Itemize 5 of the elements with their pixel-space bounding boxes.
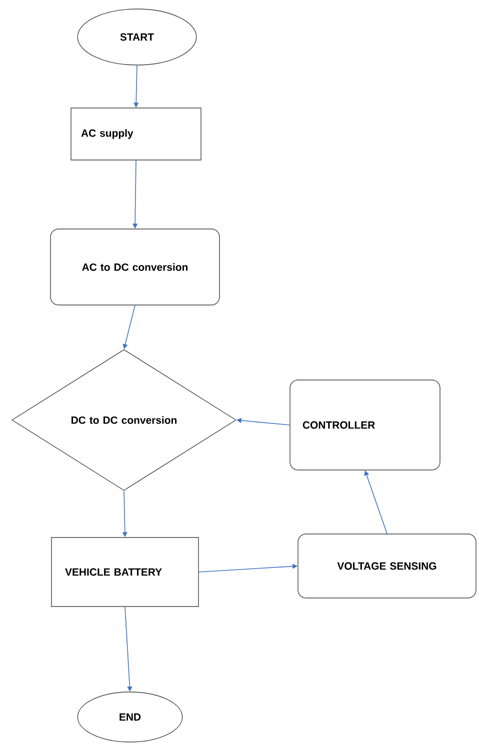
process-box: AC to DC conversion — [50, 228, 220, 306]
process-box: CONTROLLER — [290, 380, 440, 470]
process-box: AC supply — [70, 108, 202, 160]
process-box: VEHICLE BATTERY — [51, 537, 199, 607]
process-box: VOLTAGE SENSING — [298, 534, 476, 598]
